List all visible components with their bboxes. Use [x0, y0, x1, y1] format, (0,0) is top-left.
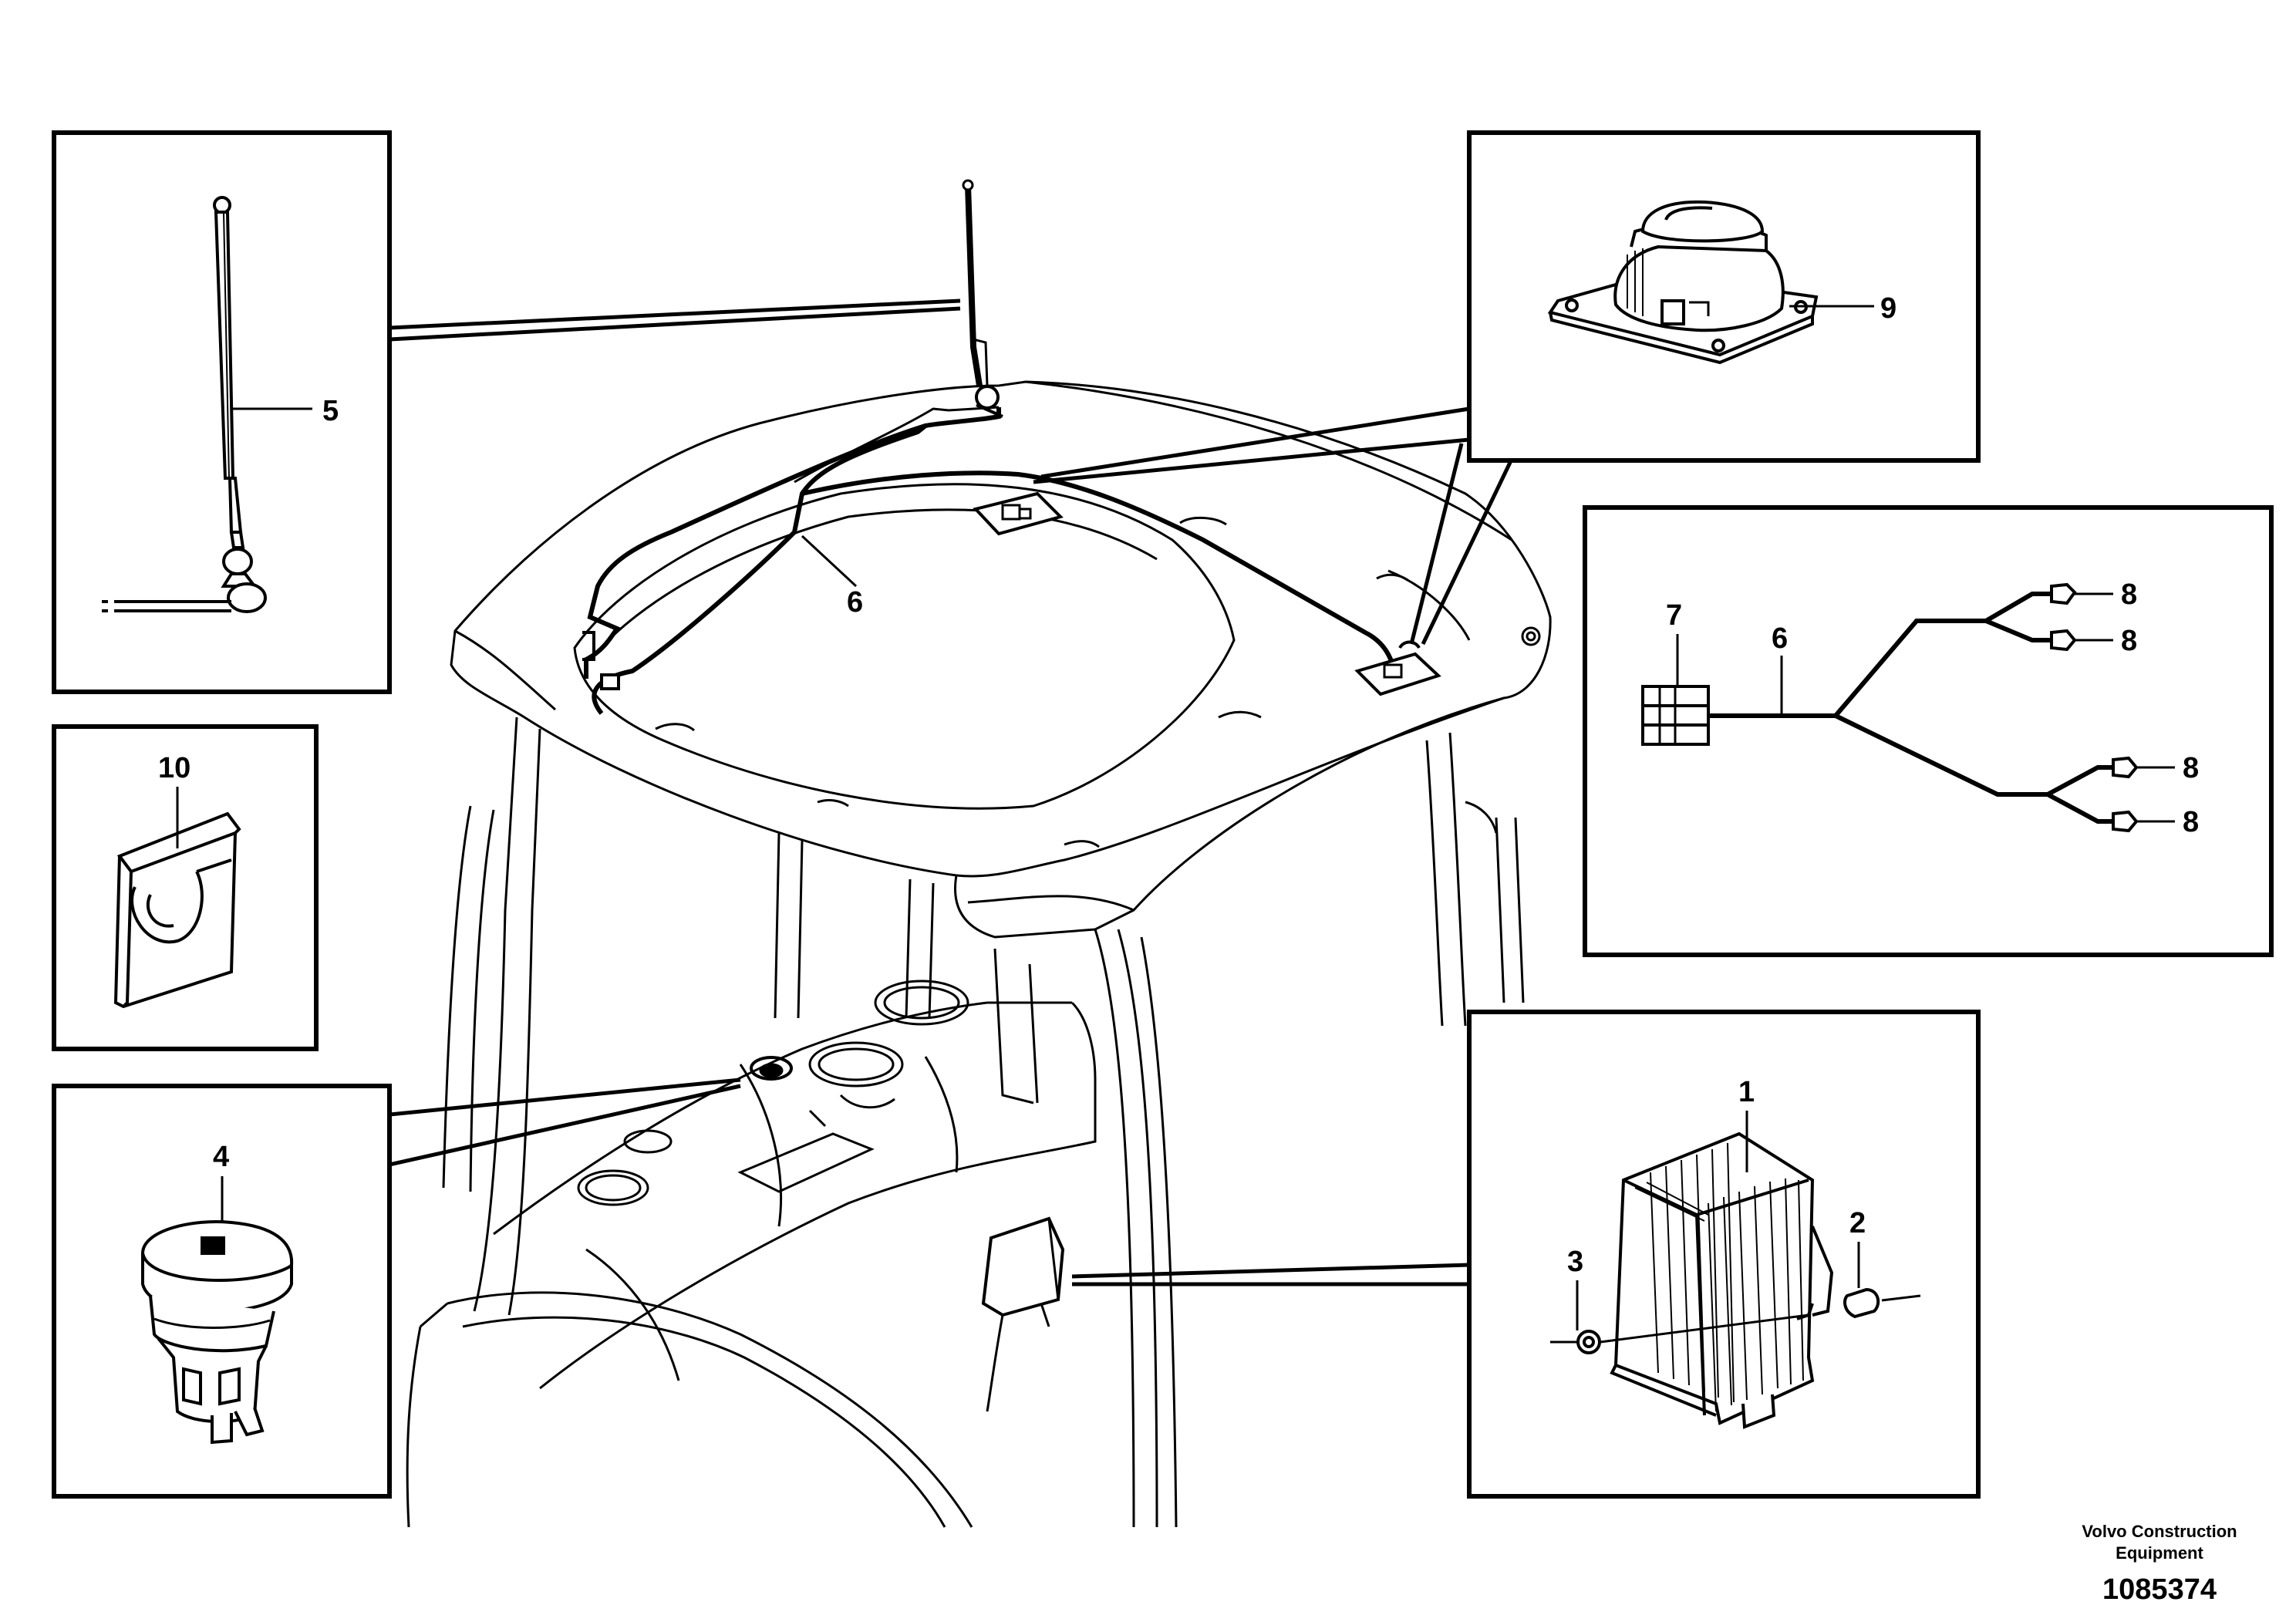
- callout-8c: 8: [2183, 752, 2199, 784]
- detail-box-antenna: 5: [52, 130, 392, 694]
- callout-7: 7: [1666, 599, 1682, 632]
- detail-box-amplifier: 1 3 2: [1467, 1010, 1981, 1499]
- drawing-number: 1085374: [2102, 1573, 2217, 1606]
- callout-2: 2: [1849, 1207, 1866, 1239]
- callout-6-main: 6: [847, 586, 863, 619]
- callout-3: 3: [1567, 1246, 1583, 1278]
- brand-line-1: Volvo Construction: [2082, 1522, 2237, 1541]
- amplifier-drawing: [1550, 1131, 1921, 1429]
- callout-8b: 8: [2121, 625, 2137, 657]
- callout-4: 4: [213, 1141, 229, 1173]
- detail-box-clip: 10: [52, 724, 319, 1051]
- callout-8a: 8: [2121, 578, 2137, 611]
- footer: Volvo Construction Equipment 1085374: [2082, 1522, 2237, 1606]
- callout-9: 9: [1880, 292, 1896, 325]
- harness-drawing: [1641, 582, 2175, 833]
- antenna-drawing: [100, 196, 267, 613]
- power-socket-drawing: [141, 1220, 294, 1445]
- callout-8d: 8: [2183, 806, 2199, 838]
- callout-6-leader: [801, 534, 858, 588]
- callout-5: 5: [322, 395, 339, 427]
- cab-drawing: [406, 179, 1552, 1528]
- clip-drawing: [113, 811, 241, 1009]
- speaker-drawing: [1547, 200, 1819, 365]
- detail-box-speaker: 9: [1467, 130, 1981, 463]
- brand-line-2: Equipment: [2116, 1543, 2203, 1563]
- callout-10: 10: [158, 752, 190, 784]
- detail-box-power-socket: 4: [52, 1084, 392, 1499]
- detail-box-harness: 7 6 8 8 8 8: [1583, 505, 2274, 957]
- callout-6-detail: 6: [1772, 622, 1788, 655]
- callout-1: 1: [1738, 1076, 1755, 1108]
